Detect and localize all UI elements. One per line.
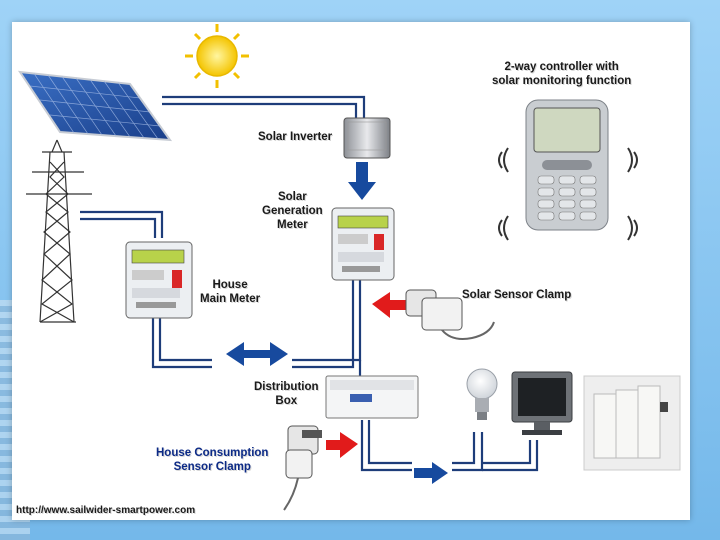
solar-sensor-arrow bbox=[372, 292, 406, 318]
solar-inverter-label: Solar Inverter bbox=[258, 131, 333, 143]
solar-sensor-clamp-label: Solar Sensor Clamp bbox=[462, 289, 572, 301]
wires bbox=[80, 95, 539, 472]
label-line: solar monitoring function bbox=[492, 75, 632, 87]
solar-panel-icon bbox=[17, 70, 173, 142]
wiring-diagram bbox=[17, 24, 681, 511]
consumption-sensor-arrow bbox=[326, 432, 358, 458]
distribution-box-icon bbox=[325, 375, 419, 419]
label-line: House bbox=[212, 279, 248, 291]
load-flow-arrow bbox=[414, 462, 448, 484]
label-line: Sensor Clamp bbox=[173, 461, 251, 473]
bidirectional-flow-arrow bbox=[226, 342, 288, 366]
controller-icon bbox=[525, 99, 609, 231]
label-line: Solar bbox=[277, 191, 307, 203]
label-line: Meter bbox=[277, 219, 308, 231]
power-tower-icon bbox=[26, 139, 92, 323]
solar-meter-icon bbox=[331, 207, 395, 281]
consumption-clamp-icon bbox=[283, 425, 322, 511]
diagram-panel: Solar Inverter Solar Generation Meter Ho… bbox=[12, 22, 690, 520]
down-flow-arrow bbox=[348, 162, 376, 200]
house-consumption-clamp-label: House Consumption Sensor Clamp bbox=[156, 446, 268, 474]
solar-clamp-icon bbox=[405, 289, 495, 340]
label-line: Generation bbox=[262, 205, 323, 217]
house-main-meter-label: House Main Meter bbox=[200, 278, 260, 306]
controller-label: 2-way controller with solar monitoring f… bbox=[492, 60, 631, 88]
tv-icon bbox=[511, 371, 573, 435]
label-line: Box bbox=[275, 395, 298, 407]
label-line: 2-way controller with bbox=[504, 61, 619, 73]
label-line: House Consumption bbox=[156, 447, 269, 459]
solar-generation-meter-label: Solar Generation Meter bbox=[262, 190, 323, 232]
label-line: Distribution bbox=[254, 381, 319, 393]
inverter-icon bbox=[343, 117, 391, 159]
sensor-unit-icon bbox=[583, 375, 681, 471]
sun-icon bbox=[185, 24, 249, 88]
distribution-box-label: Distribution Box bbox=[254, 380, 319, 408]
wireless-signal-icon bbox=[498, 147, 638, 241]
label-line: Main Meter bbox=[200, 293, 261, 305]
source-url[interactable]: http://www.sailwider-smartpower.com bbox=[16, 505, 196, 516]
bulb-icon bbox=[466, 368, 498, 420]
main-meter-icon bbox=[125, 241, 193, 319]
